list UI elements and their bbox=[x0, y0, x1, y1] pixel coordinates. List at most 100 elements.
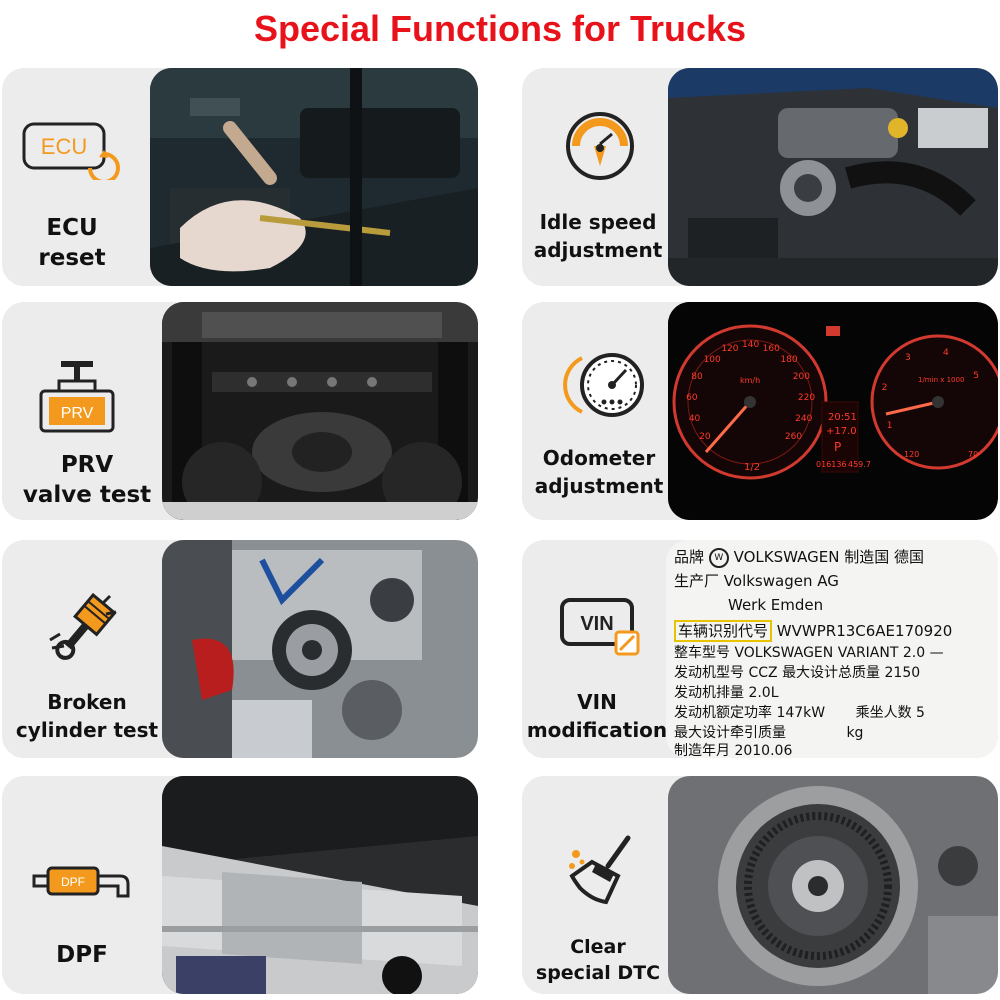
dpf-pipe-photo bbox=[162, 776, 478, 994]
idle-label-line1: Idle speed bbox=[539, 210, 657, 234]
vin-label-line1: VIN bbox=[577, 690, 617, 714]
clock-readout: 20:51 bbox=[828, 412, 857, 423]
plate-maker: Volkswagen AG bbox=[723, 572, 839, 590]
ecu-reset-icon: ECU bbox=[20, 120, 120, 180]
broom-icon bbox=[562, 832, 642, 912]
ecu-label-line2: reset bbox=[38, 245, 106, 271]
plate-power-label: 发动机额定功率 bbox=[674, 705, 772, 721]
dpf-exhaust-icon: DPF bbox=[32, 862, 132, 902]
dtc-label-line2: special DTC bbox=[535, 962, 661, 984]
plate-country: 德国 bbox=[894, 548, 925, 566]
speed-tick-240: 240 bbox=[795, 413, 813, 424]
card-vin: VIN VIN modification 品牌 W VOLKSWAGEN 制造国… bbox=[522, 540, 998, 758]
speed-tick-100: 100 bbox=[703, 355, 721, 366]
dtc-label-line1: Clear bbox=[570, 936, 626, 958]
rpm-tick-1: 1 bbox=[886, 421, 893, 431]
speed-tick-20: 20 bbox=[699, 431, 711, 442]
speed-tick-140: 140 bbox=[742, 340, 760, 350]
plate-vin: WVWPR13C6AE170920 bbox=[776, 622, 953, 640]
rpm-unit: 1/min x 1000 bbox=[918, 376, 965, 384]
card-clear-dtc: Clear special DTC bbox=[522, 776, 998, 994]
speed-tick-160: 160 bbox=[762, 343, 780, 354]
plate-country-label: 制造国 bbox=[844, 548, 890, 566]
coolant-tick-high: 120 bbox=[904, 450, 920, 459]
speed-tick-200: 200 bbox=[792, 372, 810, 383]
speed-tick-80: 80 bbox=[691, 372, 703, 383]
truck-chassis-photo bbox=[162, 302, 478, 520]
plate-engine: CCZ bbox=[748, 665, 778, 681]
vin-plate-photo: 品牌 W VOLKSWAGEN 制造国 德国 生产厂 Volkswagen AG… bbox=[666, 540, 998, 758]
dashboard-photo: km/h 1/min x 1000 20:51 +17.0 P 016136 4… bbox=[668, 302, 998, 520]
rpm-tick-3: 3 bbox=[905, 352, 911, 363]
plate-brand: VOLKSWAGEN bbox=[733, 548, 840, 566]
plate-model: VOLKSWAGEN VARIANT 2.0 bbox=[734, 645, 926, 661]
speed-tick-40: 40 bbox=[688, 413, 701, 424]
ecu-reset-label: ECU reset bbox=[2, 213, 142, 273]
idle-label-line2: adjustment bbox=[533, 238, 663, 262]
plate-seats-label: 乘坐人数 bbox=[855, 705, 912, 721]
card-idle-speed: Idle speed adjustment bbox=[522, 68, 998, 286]
temp-readout: +17.0 bbox=[826, 426, 857, 437]
rpm-tick-4: 4 bbox=[942, 347, 949, 358]
engine-bay-photo bbox=[668, 68, 998, 286]
idle-speed-label: Idle speed adjustment bbox=[528, 208, 668, 264]
gear-indicator: P bbox=[834, 440, 842, 454]
plate-vin-label: 车辆识别代号 bbox=[674, 620, 773, 642]
cylinder-label-line1: Broken bbox=[47, 690, 127, 714]
page-title: Special Functions for Trucks bbox=[253, 8, 747, 49]
prv-valve-icon: PRV bbox=[37, 357, 117, 437]
speed-tick-260: 260 bbox=[784, 431, 803, 442]
card-broken-cylinder: Broken cylinder test bbox=[2, 540, 478, 758]
transmission-photo bbox=[668, 776, 998, 994]
plate-tow-label: 最大设计牵引质量 bbox=[674, 725, 786, 741]
prv-icon-text: PRV bbox=[61, 405, 94, 422]
speed-unit: km/h bbox=[740, 376, 761, 385]
plate-maxmass: 2150 bbox=[884, 665, 921, 681]
odometer-label: Odometer adjustment bbox=[528, 444, 670, 500]
ecu-icon-text: ECU bbox=[41, 134, 87, 159]
prv-label-line2: valve test bbox=[22, 482, 152, 508]
dpf-label: DPF bbox=[12, 940, 152, 970]
vin-edit-icon: VIN bbox=[558, 596, 648, 666]
plate-maxmass-label: 最大设计总质量 bbox=[782, 665, 881, 681]
piston-icon bbox=[42, 590, 122, 670]
trip-readout: 016136 bbox=[816, 460, 847, 469]
plate-model-label: 整车型号 bbox=[674, 645, 730, 661]
vw-logo-icon: W bbox=[708, 547, 729, 568]
vin-icon-text: VIN bbox=[580, 613, 613, 635]
fuel-tick: 1/2 bbox=[744, 462, 761, 473]
odometer-label-line1: Odometer bbox=[542, 446, 656, 470]
card-odometer: Odometer adjustment km/h 1/min x 1000 20… bbox=[522, 302, 998, 520]
speed-tick-60: 60 bbox=[686, 392, 698, 403]
card-ecu-reset: ECU ECU reset bbox=[2, 68, 478, 286]
plate-plant: Werk Emden bbox=[728, 596, 824, 614]
broken-cylinder-label: Broken cylinder test bbox=[12, 688, 162, 744]
ecu-label-line1: ECU bbox=[46, 215, 98, 241]
plate-brand-label: 品牌 bbox=[674, 548, 705, 566]
plate-date: 2010.06 bbox=[734, 743, 793, 758]
speed-tick-120: 120 bbox=[721, 343, 739, 354]
speedometer-icon bbox=[562, 108, 642, 188]
speed-tick-220: 220 bbox=[797, 392, 816, 403]
vin-label: VIN modification bbox=[526, 688, 668, 744]
rpm-tick-2: 2 bbox=[881, 383, 888, 394]
plate-displacement: 2.0L bbox=[748, 685, 779, 701]
dpf-label-line1: DPF bbox=[56, 942, 108, 968]
plate-date-label: 制造年月 bbox=[674, 743, 730, 758]
coolant-tick-low: 70 bbox=[968, 450, 979, 459]
odometer-icon bbox=[552, 350, 652, 420]
odometer-readout: 459.7 bbox=[848, 460, 871, 469]
dpf-icon-text: DPF bbox=[61, 875, 85, 889]
plate-power: 147kW bbox=[776, 705, 826, 721]
clear-dtc-label: Clear special DTC bbox=[528, 934, 668, 986]
plate-displacement-label: 发动机排量 bbox=[674, 685, 744, 701]
engine-block-photo bbox=[162, 540, 478, 758]
vin-label-line2: modification bbox=[526, 718, 668, 742]
plate-engine-label: 发动机型号 bbox=[674, 665, 744, 681]
ecu-engine-photo bbox=[150, 68, 478, 286]
odometer-label-line2: adjustment bbox=[534, 474, 664, 498]
plate-maker-label: 生产厂 bbox=[674, 572, 720, 590]
cylinder-label-line2: cylinder test bbox=[15, 718, 159, 742]
card-dpf: DPF DPF bbox=[2, 776, 478, 994]
speed-tick-180: 180 bbox=[780, 355, 798, 366]
